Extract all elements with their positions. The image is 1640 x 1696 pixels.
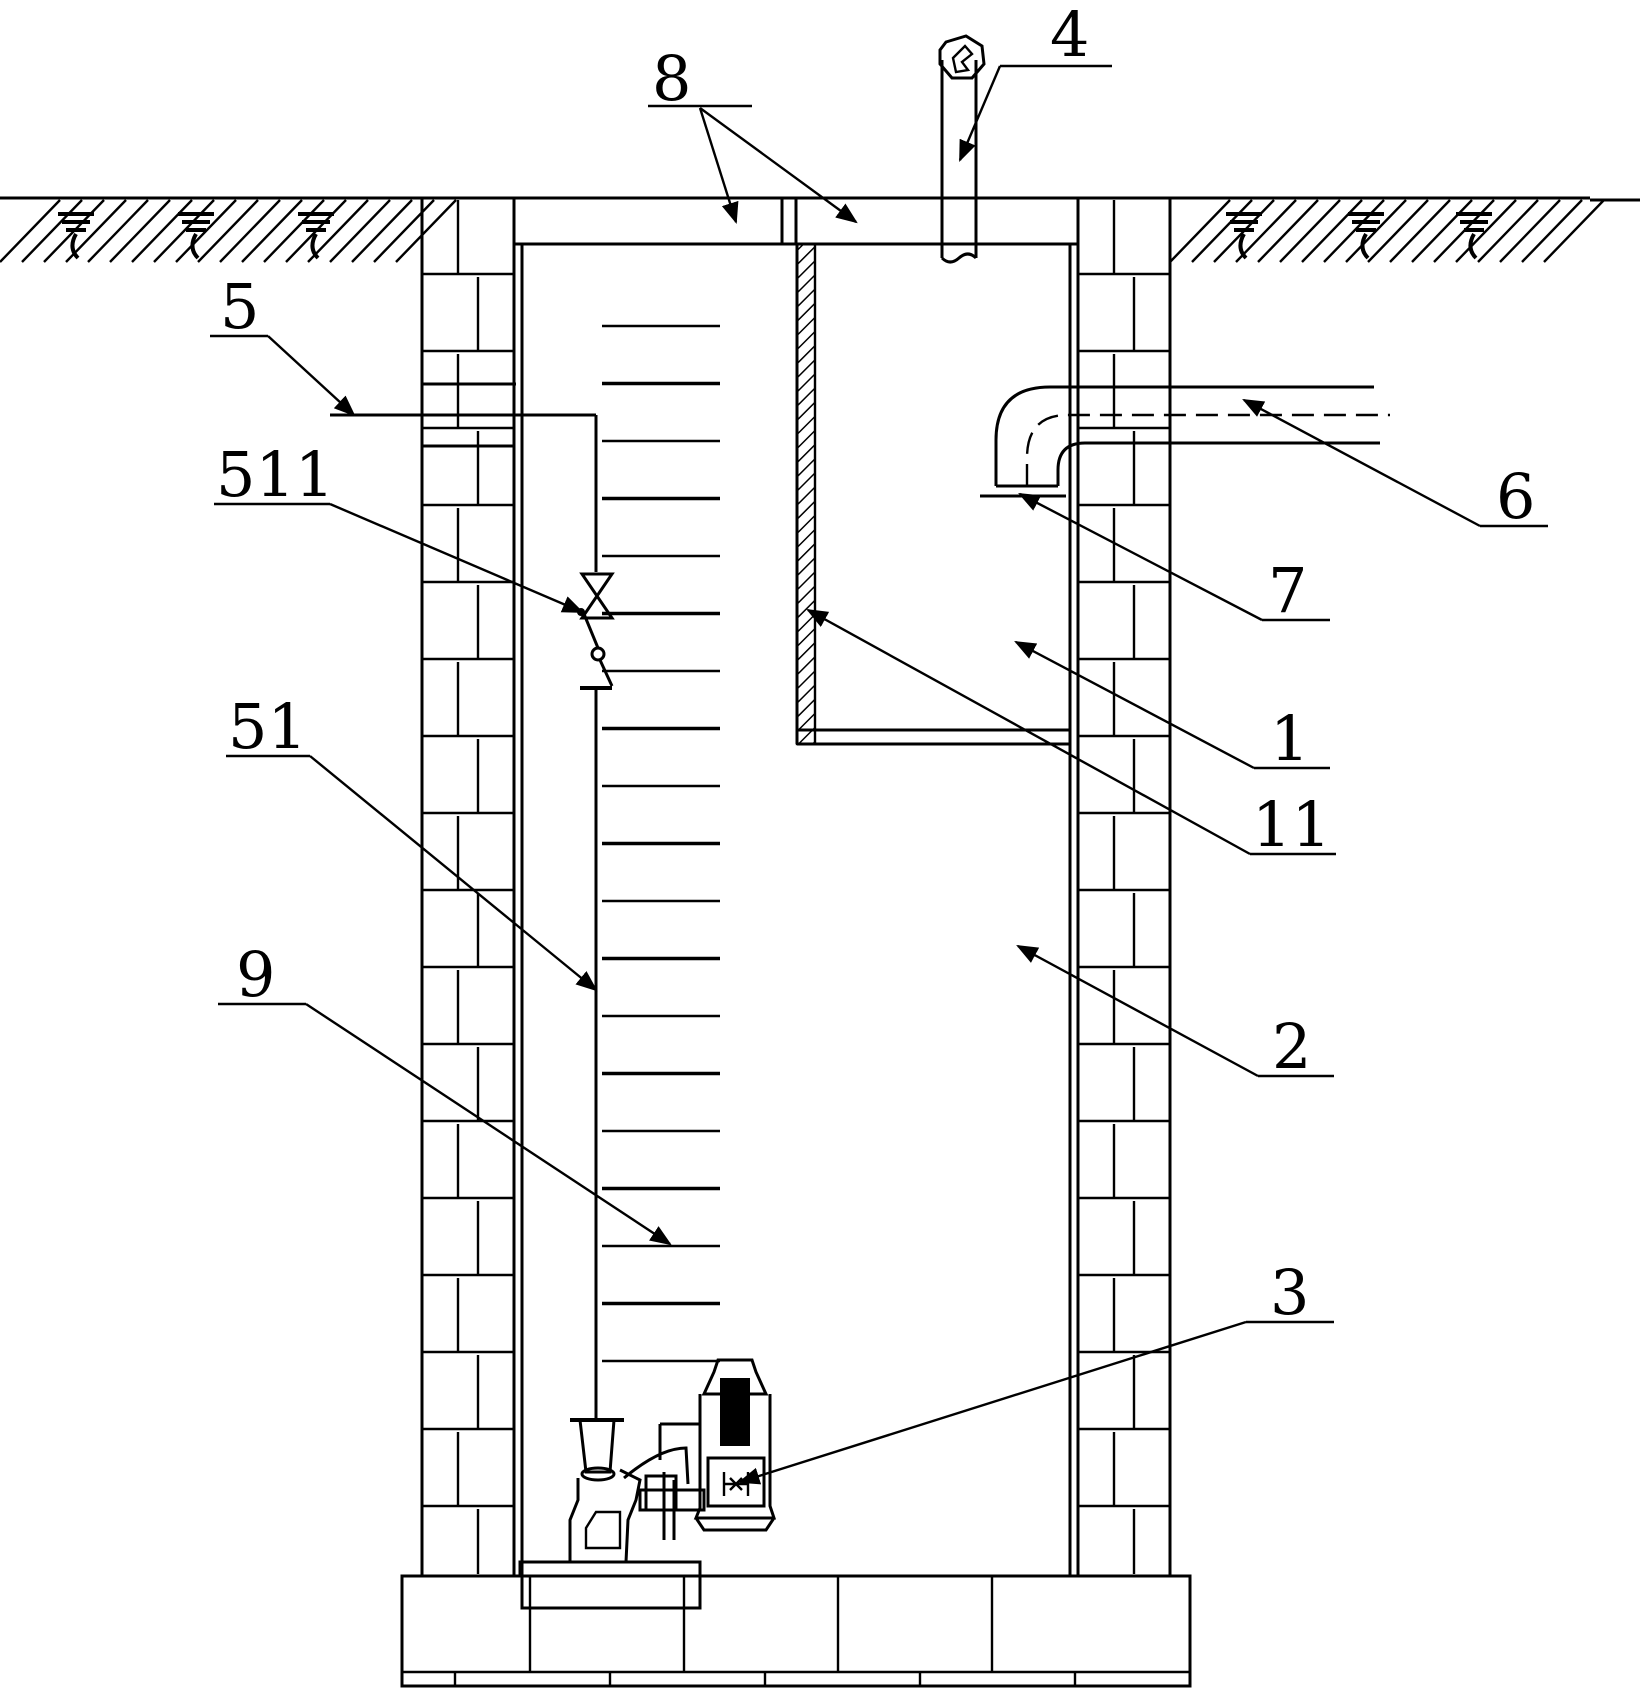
label-2: 2 xyxy=(1272,1010,1311,1083)
submersible-pump xyxy=(518,1358,777,1610)
soil-hatch-line xyxy=(351,199,413,263)
soil-hatch-line xyxy=(1367,199,1429,263)
discharge-pipe xyxy=(330,382,598,1420)
soil-hatch-line xyxy=(153,199,215,263)
label-7: 7 xyxy=(1268,554,1307,627)
label-1: 1 xyxy=(1270,702,1309,775)
soil-hatch-line xyxy=(1543,199,1605,263)
soil-hatch-line xyxy=(395,199,457,263)
soil-hatch-line xyxy=(131,199,193,263)
soil-hatch-line xyxy=(1323,199,1385,263)
soil-hatch-line xyxy=(329,199,391,263)
soil-tuft xyxy=(178,212,214,260)
soil-hatch-line xyxy=(219,199,281,263)
label-511: 511 xyxy=(216,438,334,511)
base-slab xyxy=(400,1574,1192,1688)
soil-hatch-line xyxy=(1411,199,1473,263)
check-valve xyxy=(577,572,615,690)
vent-pipe xyxy=(938,34,986,264)
soil-hatch-line xyxy=(307,199,369,263)
cover-plates xyxy=(512,196,1080,246)
label-4: 4 xyxy=(1050,0,1089,71)
left-brick-wall xyxy=(420,196,516,1578)
soil-hatch-line xyxy=(1301,199,1363,263)
soil-hatch-line xyxy=(1279,199,1341,263)
soil-hatch-line xyxy=(1191,199,1253,263)
grease-chamber xyxy=(795,242,1070,746)
soil-hatch-line xyxy=(0,199,61,263)
leader-lines xyxy=(210,64,1548,1485)
soil-hatch-line xyxy=(1499,199,1561,263)
water-level-gauge xyxy=(602,324,720,1363)
label-8: 8 xyxy=(652,42,691,115)
soil-hatch-line xyxy=(1521,199,1583,263)
label-9: 9 xyxy=(236,938,275,1011)
label-51: 51 xyxy=(228,690,307,763)
soil-hatch-line xyxy=(1389,199,1451,263)
right-brick-wall xyxy=(1076,196,1172,1578)
label-5: 5 xyxy=(220,270,259,343)
soil-hatching-right xyxy=(1169,199,1605,263)
soil-hatching-left xyxy=(0,199,457,263)
label-11: 11 xyxy=(1252,788,1331,861)
soil-hatch-line xyxy=(1455,199,1517,263)
soil-tuft xyxy=(58,212,94,260)
soil-hatch-line xyxy=(1235,199,1297,263)
soil-hatch-line xyxy=(65,199,127,263)
soil-hatch-line xyxy=(373,199,435,263)
label-6: 6 xyxy=(1496,460,1535,533)
soil-tuft xyxy=(1226,212,1262,260)
soil-hatch-line xyxy=(1477,199,1539,263)
soil-hatch-line xyxy=(263,199,325,263)
soil-hatch-line xyxy=(1169,199,1231,263)
soil-hatch-line xyxy=(21,199,83,263)
soil-tuft xyxy=(1348,212,1384,260)
soil-tuft xyxy=(298,212,334,260)
soil-tuft xyxy=(1456,212,1492,260)
soil-hatch-line xyxy=(1257,199,1319,263)
label-3: 3 xyxy=(1270,1256,1309,1329)
soil-hatch-line xyxy=(109,199,171,263)
soil-hatch-line xyxy=(241,199,303,263)
soil-hatch-line xyxy=(197,199,259,263)
ground-surface xyxy=(0,196,1640,263)
inlet-pipe xyxy=(980,385,1390,498)
soil-hatch-line xyxy=(87,199,149,263)
